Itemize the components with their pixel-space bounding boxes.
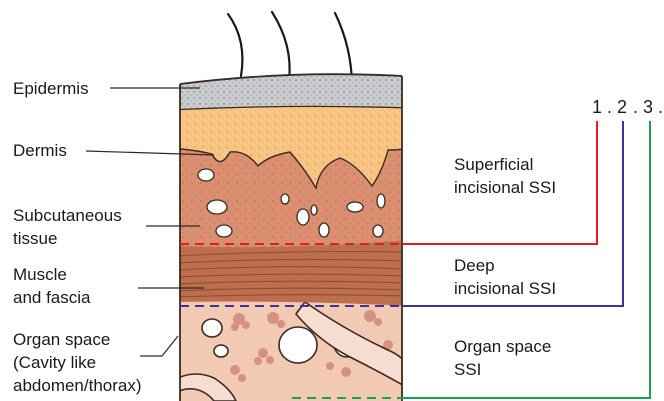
ssi-labels: Superficial incisional SSI Deep incision…: [454, 155, 556, 379]
number-2: 2: [617, 97, 627, 117]
label-muscle: Muscle: [13, 265, 67, 284]
label-organ-space: Organ space: [13, 330, 110, 349]
hair: [272, 12, 290, 80]
label-epidermis: Epidermis: [13, 79, 89, 98]
label-superficial: Superficial: [454, 155, 533, 174]
number-1: 1: [592, 97, 602, 117]
label-organ-ssi-suffix: SSI: [454, 360, 481, 379]
label-deep-incisional: incisional SSI: [454, 279, 556, 298]
number-dot: .: [633, 97, 638, 117]
number-3: 3: [643, 97, 653, 117]
number-dot: .: [658, 97, 663, 117]
number-dot: .: [607, 97, 612, 117]
label-subcutaneous: Subcutaneous: [13, 206, 122, 225]
label-superficial-incisional: incisional SSI: [454, 178, 556, 197]
ssi-numbers: 1 . 2 . 3 .: [592, 97, 663, 117]
layer-labels: Epidermis Dermis Subcutaneous tissue Mus…: [13, 79, 142, 395]
label-organ-abdomen: abdomen/thorax): [13, 376, 142, 395]
hair: [228, 14, 242, 76]
label-organ-ssi: Organ space: [454, 337, 551, 356]
tissue-block: [170, 72, 410, 401]
label-deep: Deep: [454, 256, 495, 275]
label-dermis: Dermis: [13, 141, 67, 160]
label-organ-cavity: (Cavity like: [13, 353, 96, 372]
label-subcutaneous-tissue: tissue: [13, 229, 57, 248]
label-muscle-fascia: and fascia: [13, 288, 91, 307]
